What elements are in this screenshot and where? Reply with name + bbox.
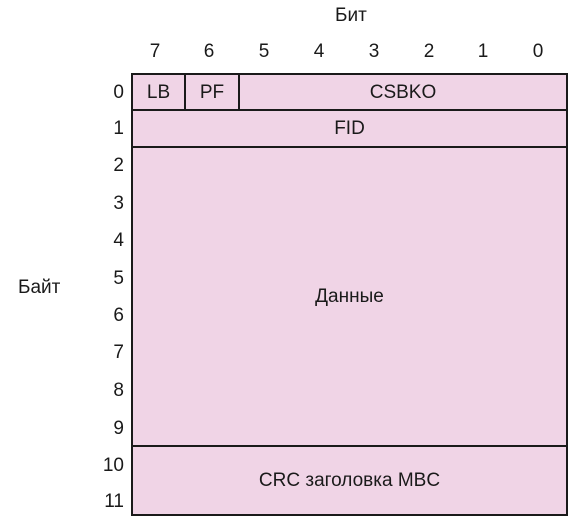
byte-number-8: 8 [113, 380, 124, 401]
field-data: Данные [315, 285, 384, 307]
byte-number-4: 4 [113, 230, 124, 251]
bit-number-7: 7 [149, 41, 161, 62]
bit-number-3: 3 [368, 41, 380, 62]
row-divider-byte1 [133, 146, 566, 148]
field-lb: LB [146, 81, 171, 103]
bit-number-0: 0 [532, 41, 544, 62]
byte-number-7: 7 [113, 342, 124, 363]
byte-number-6: 6 [113, 305, 124, 326]
frame-structure: LB PF CSBKO FID Данные CRC заголовка MBC [131, 73, 568, 516]
byte-number-10: 10 [102, 455, 124, 476]
field-csbko: CSBKO [369, 81, 437, 103]
field-crc: CRC заголовка MBC [258, 469, 441, 491]
byte-axis-label: Байт [18, 277, 61, 298]
byte-number-9: 9 [113, 418, 124, 439]
divider-lb-pf [184, 75, 186, 109]
field-fid: FID [334, 117, 365, 139]
bit-axis-label: Бит [335, 5, 367, 26]
bit-number-4: 4 [313, 41, 325, 62]
bit-number-2: 2 [423, 41, 435, 62]
bit-number-5: 5 [258, 41, 270, 62]
row-divider-byte0 [133, 109, 566, 111]
divider-pf-csbko [238, 75, 240, 109]
byte-number-1: 1 [113, 118, 124, 139]
byte-number-2: 2 [113, 155, 124, 176]
byte-number-5: 5 [113, 268, 124, 289]
bit-number-6: 6 [203, 41, 215, 62]
byte-number-3: 3 [113, 193, 124, 214]
row-divider-data [133, 445, 566, 447]
bit-number-1: 1 [477, 41, 489, 62]
byte-number-0: 0 [113, 82, 124, 103]
byte-number-11: 11 [104, 491, 124, 512]
field-pf: PF [199, 81, 225, 103]
